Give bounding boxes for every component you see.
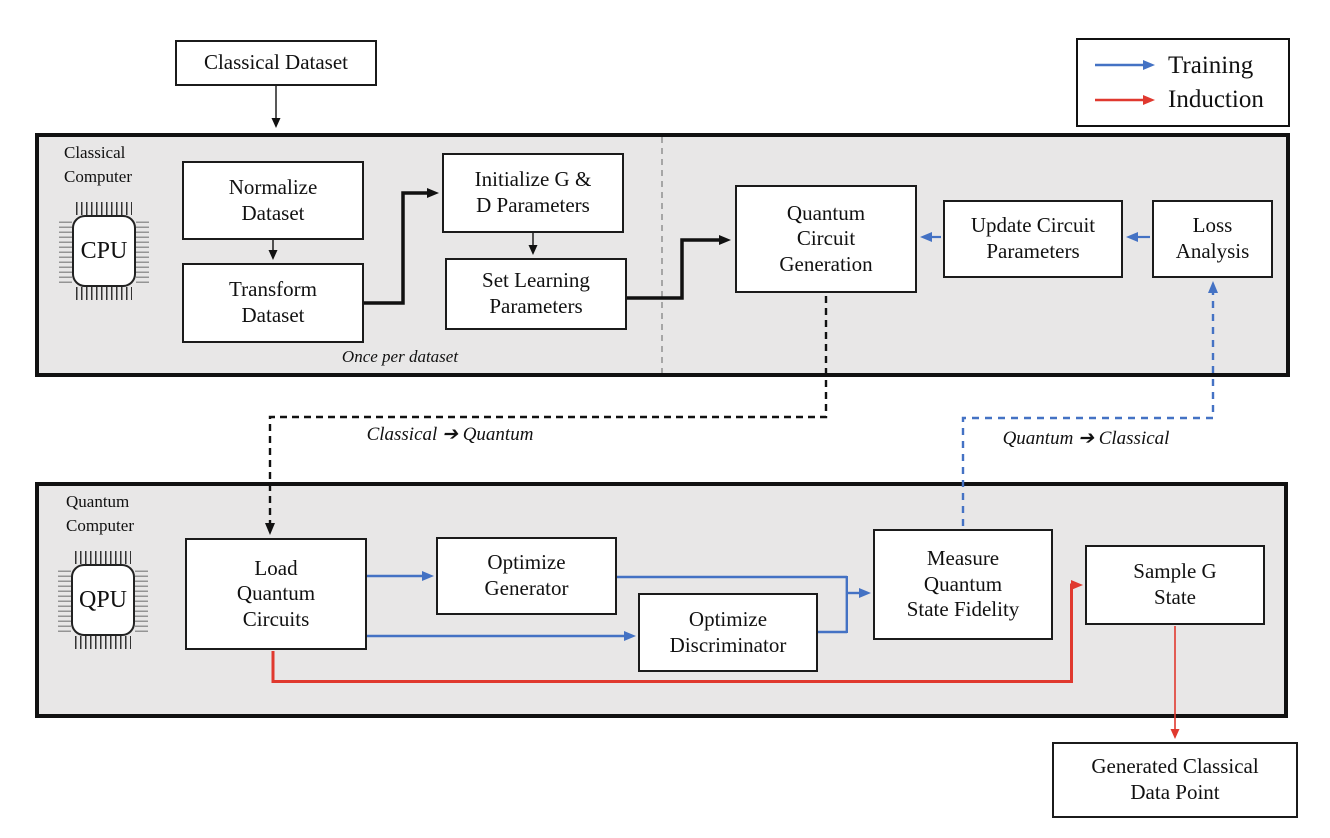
once-per-dataset-note: Once per dataset xyxy=(341,347,459,366)
node-measure-state-fidelity: Measure Quantum State Fidelity xyxy=(873,529,1053,640)
cpu-chip-label: CPU xyxy=(72,215,136,287)
legend-box: Training Induction xyxy=(1076,38,1290,127)
node-sample-g-state: Sample G State xyxy=(1085,545,1265,625)
classical-section-label: Classical Computer xyxy=(64,143,132,186)
cpu-pins-left xyxy=(59,219,72,283)
node-initialize-parameters: Initialize G & D Parameters xyxy=(442,153,624,233)
cpu-pins-bottom xyxy=(76,287,132,300)
cpu-pins-top xyxy=(76,202,132,215)
node-quantum-circuit-generation: Quantum Circuit Generation xyxy=(735,185,917,293)
node-classical-dataset: Classical Dataset xyxy=(175,40,377,86)
node-generated-data-point: Generated Classical Data Point xyxy=(1052,742,1298,818)
node-loss-analysis: Loss Analysis xyxy=(1152,200,1273,278)
node-transform-dataset: Transform Dataset xyxy=(182,263,364,343)
node-normalize-dataset: Normalize Dataset xyxy=(182,161,364,240)
node-set-learning-parameters: Set Learning Parameters xyxy=(445,258,627,330)
classical-to-quantum-label: Classical ➔ Quantum xyxy=(366,424,534,445)
qpu-pins-right xyxy=(135,568,148,632)
qpu-pins-left xyxy=(58,568,71,632)
legend-training-label: Training xyxy=(1168,52,1254,79)
node-load-quantum-circuits: Load Quantum Circuits xyxy=(185,538,367,650)
node-update-circuit-parameters: Update Circuit Parameters xyxy=(943,200,1123,278)
node-optimize-generator: Optimize Generator xyxy=(436,537,617,615)
qpu-chip-icon: QPU xyxy=(58,551,148,649)
quantum-section-label: Quantum Computer xyxy=(66,492,134,535)
node-optimize-discriminator: Optimize Discriminator xyxy=(638,593,818,672)
legend-induction-label: Induction xyxy=(1168,86,1264,113)
cpu-pins-right xyxy=(136,219,149,283)
quantum-to-classical-label: Quantum ➔ Classical xyxy=(1002,428,1170,449)
qpu-chip-label: QPU xyxy=(71,564,135,636)
cpu-chip-icon: CPU xyxy=(59,202,149,300)
qpu-pins-bottom xyxy=(75,636,131,649)
qpu-pins-top xyxy=(75,551,131,564)
